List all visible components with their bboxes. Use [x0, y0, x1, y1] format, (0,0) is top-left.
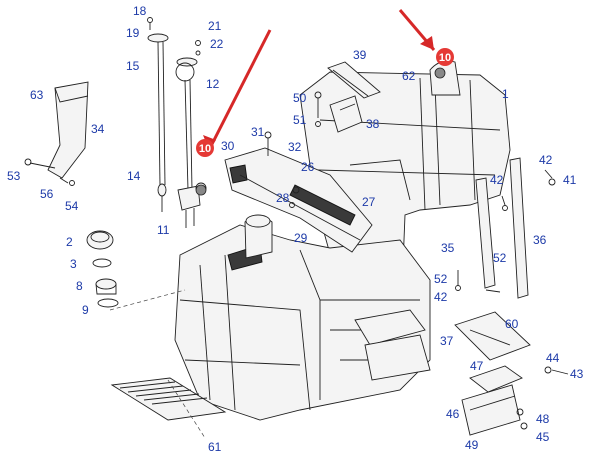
part-label-53: 53 — [7, 169, 21, 183]
part-number-labels: 18 19 15 21 22 12 63 34 53 56 54 14 11 3… — [7, 4, 584, 454]
part-label-48: 48 — [536, 412, 550, 426]
callout-label-2: 10 — [439, 52, 451, 64]
part-label-37: 37 — [440, 334, 454, 348]
heat-shield-plate — [327, 61, 381, 133]
part-label-18: 18 — [133, 4, 147, 18]
part-label-1: 1 — [502, 87, 509, 101]
part-label-29: 29 — [294, 231, 308, 245]
fuel-tank-lower — [174, 214, 431, 421]
part-label-31: 31 — [251, 125, 265, 139]
part-label-52a: 52 — [493, 251, 507, 265]
part-label-26: 26 — [301, 160, 315, 174]
part-label-54: 54 — [65, 199, 79, 213]
arrow-head-right — [420, 36, 434, 50]
part-label-36: 36 — [533, 233, 547, 247]
part-label-50: 50 — [293, 91, 307, 105]
grommet-left — [195, 184, 207, 196]
part-label-63: 63 — [30, 88, 44, 102]
floor-pad — [110, 377, 227, 439]
part-label-12: 12 — [206, 77, 220, 91]
callout-badge-2: 10 — [436, 48, 454, 66]
part-label-3: 3 — [70, 257, 77, 271]
side-guard-bracket — [24, 81, 89, 184]
part-label-19: 19 — [126, 26, 140, 40]
callout-label-1: 10 — [199, 143, 211, 155]
part-label-15: 15 — [126, 59, 140, 73]
part-label-39: 39 — [353, 48, 367, 62]
callout-badge-1: 10 — [196, 139, 214, 157]
part-label-42c: 42 — [434, 290, 448, 304]
lower-mount-bracket — [454, 311, 569, 436]
part-label-8: 8 — [76, 279, 83, 293]
tank-mounting-straps — [475, 157, 529, 299]
part-label-35: 35 — [441, 241, 455, 255]
part-label-56: 56 — [40, 187, 54, 201]
grommet-right — [434, 67, 446, 79]
part-label-27: 27 — [362, 195, 376, 209]
fuel-sender-rods — [147, 17, 207, 228]
part-label-22: 22 — [210, 37, 224, 51]
part-label-46: 46 — [446, 407, 460, 421]
part-label-11: 11 — [157, 223, 170, 237]
part-label-42a: 42 — [539, 153, 553, 167]
part-label-62: 62 — [402, 69, 416, 83]
red-arrow-indicators — [203, 9, 436, 151]
part-label-32: 32 — [288, 140, 302, 154]
part-label-2: 2 — [66, 235, 73, 249]
part-label-28: 28 — [276, 191, 290, 205]
part-label-42b: 42 — [490, 173, 504, 187]
fastener-hardware — [69, 91, 556, 291]
part-label-9: 9 — [82, 303, 89, 317]
part-label-45: 45 — [536, 430, 550, 444]
part-label-47: 47 — [470, 359, 484, 373]
part-label-43: 43 — [570, 367, 584, 381]
part-label-38: 38 — [366, 117, 380, 131]
part-label-44: 44 — [546, 351, 560, 365]
part-label-60: 60 — [505, 317, 519, 331]
part-label-34: 34 — [91, 122, 105, 136]
support-bracket — [224, 147, 373, 253]
part-label-51: 51 — [293, 113, 307, 127]
part-label-41: 41 — [563, 173, 577, 187]
part-label-52b: 52 — [434, 272, 448, 286]
part-label-14: 14 — [127, 169, 141, 183]
part-label-49: 49 — [465, 438, 479, 452]
filler-cap-set — [86, 230, 186, 311]
part-label-30: 30 — [221, 139, 235, 153]
part-label-21: 21 — [208, 19, 222, 33]
part-label-61: 61 — [208, 440, 222, 454]
